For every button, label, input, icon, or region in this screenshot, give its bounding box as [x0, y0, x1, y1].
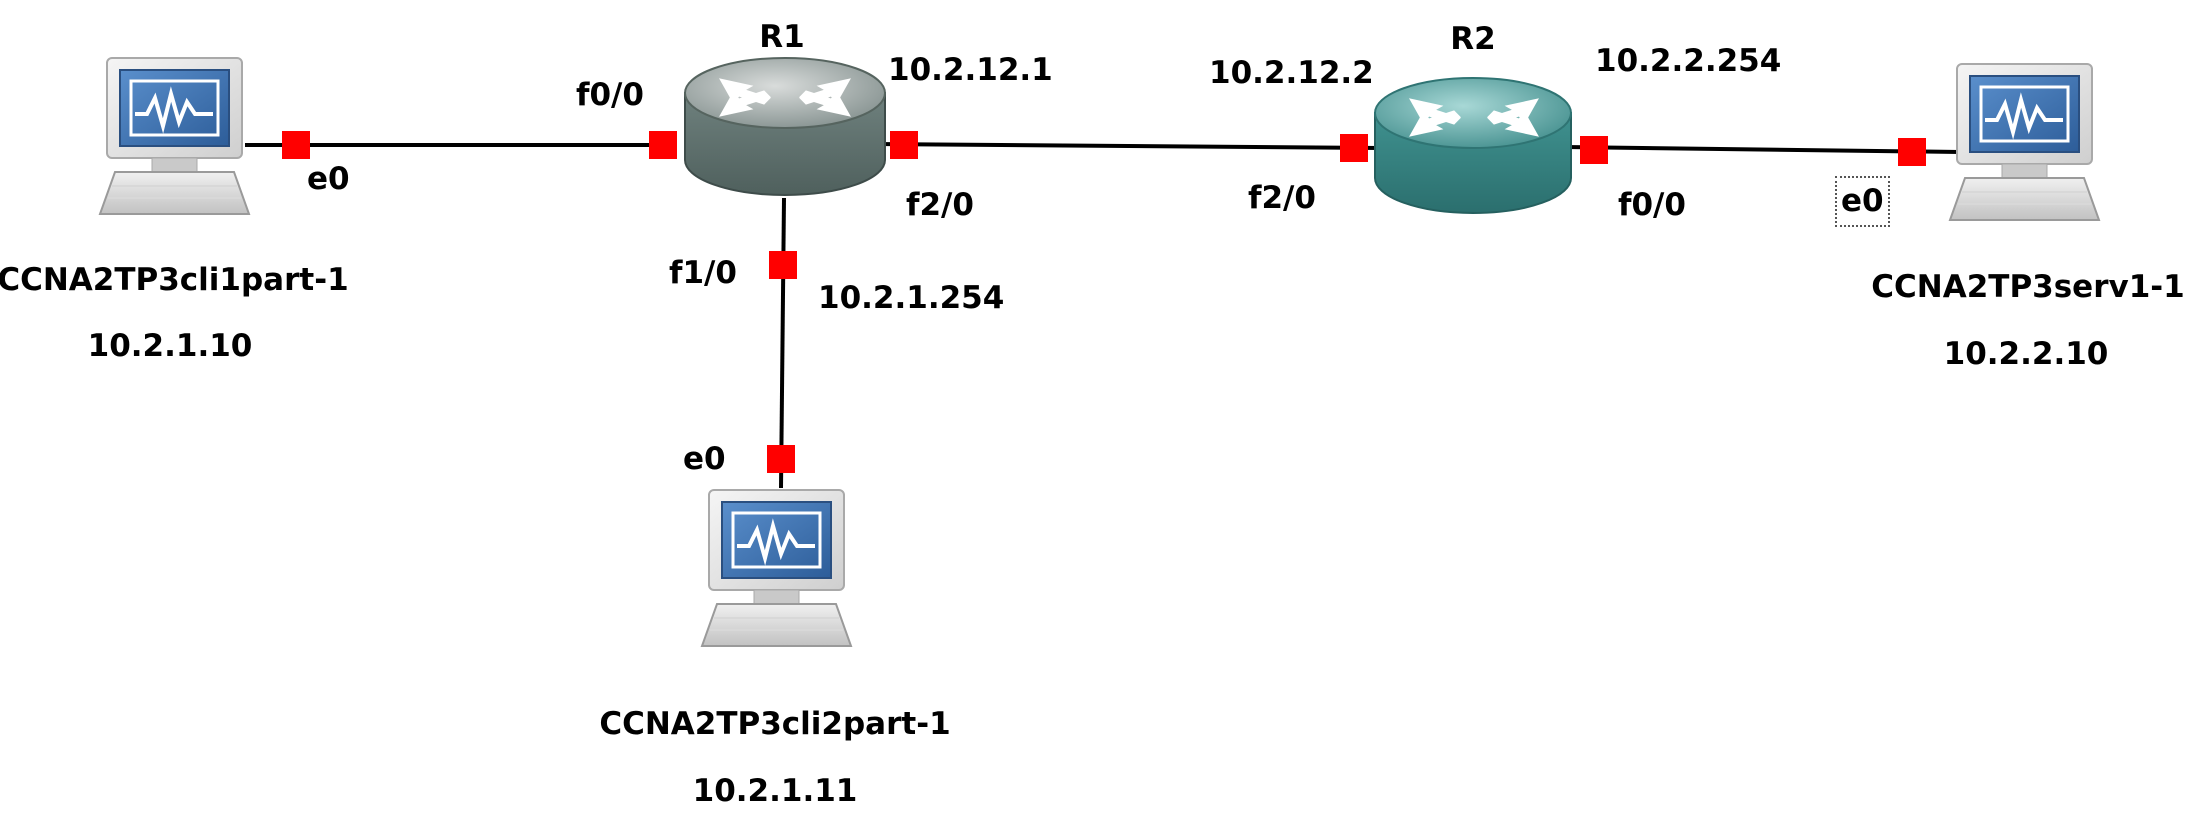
- iface-serv1-e0-label: e0: [1835, 176, 1890, 227]
- addr-r2-f2-0: 10.2.12.2: [1209, 55, 1374, 91]
- links: [245, 142, 1961, 489]
- host-cli1-name: CCNA2TP3cli1part-1: [0, 262, 349, 298]
- link-r2-serv1[interactable]: [1564, 145, 1961, 154]
- iface-r1-f0-0-label: f0/0: [576, 77, 644, 113]
- iface-r1-f2-0-label: f2/0: [906, 187, 974, 223]
- iface-r2-f0-0-label: f0/0: [1618, 187, 1686, 223]
- port-r2-f2-0[interactable]: [1340, 134, 1368, 162]
- link-r1-r2[interactable]: [875, 142, 1381, 150]
- addr-r2-f0-0: 10.2.2.254: [1595, 43, 1782, 79]
- host-cli1-ip: 10.2.1.10: [87, 328, 253, 364]
- router-r1-label: R1: [759, 19, 805, 55]
- host-serv1-name: CCNA2TP3serv1-1: [1871, 269, 2185, 305]
- port-cli1-e0[interactable]: [282, 131, 310, 159]
- port-r2-f0-0[interactable]: [1580, 136, 1608, 164]
- port-r1-f1-0[interactable]: [769, 251, 797, 279]
- iface-r2-f2-0-label: f2/0: [1248, 180, 1316, 216]
- host-cli2-ip: 10.2.1.11: [692, 773, 858, 809]
- pc-cli1-icon[interactable]: [98, 56, 251, 216]
- addr-r1-f2-0: 10.2.12.1: [888, 52, 1053, 88]
- router-r1-icon[interactable]: [684, 57, 886, 196]
- port-r1-f0-0[interactable]: [649, 131, 677, 159]
- port-r1-f2-0[interactable]: [890, 131, 918, 159]
- iface-r1-f1-0-label: f1/0: [669, 255, 737, 291]
- iface-cli1-e0-label: e0: [307, 161, 350, 197]
- port-serv1-e0[interactable]: [1898, 138, 1926, 166]
- iface-cli2-e0-label: e0: [683, 441, 726, 477]
- link-r1-cli2[interactable]: [779, 197, 786, 489]
- pc-cli2-icon[interactable]: [700, 488, 853, 648]
- router-r2-icon[interactable]: [1374, 77, 1572, 214]
- host-serv1-ip: 10.2.2.10: [1943, 336, 2109, 372]
- addr-r1-f1-0: 10.2.1.254: [818, 280, 1005, 316]
- router-r2-label: R2: [1450, 21, 1496, 57]
- port-cli2-e0[interactable]: [767, 445, 795, 473]
- host-cli2-name: CCNA2TP3cli2part-1: [599, 706, 951, 742]
- port-markers: [282, 131, 1926, 473]
- pc-serv1-icon[interactable]: [1948, 62, 2101, 222]
